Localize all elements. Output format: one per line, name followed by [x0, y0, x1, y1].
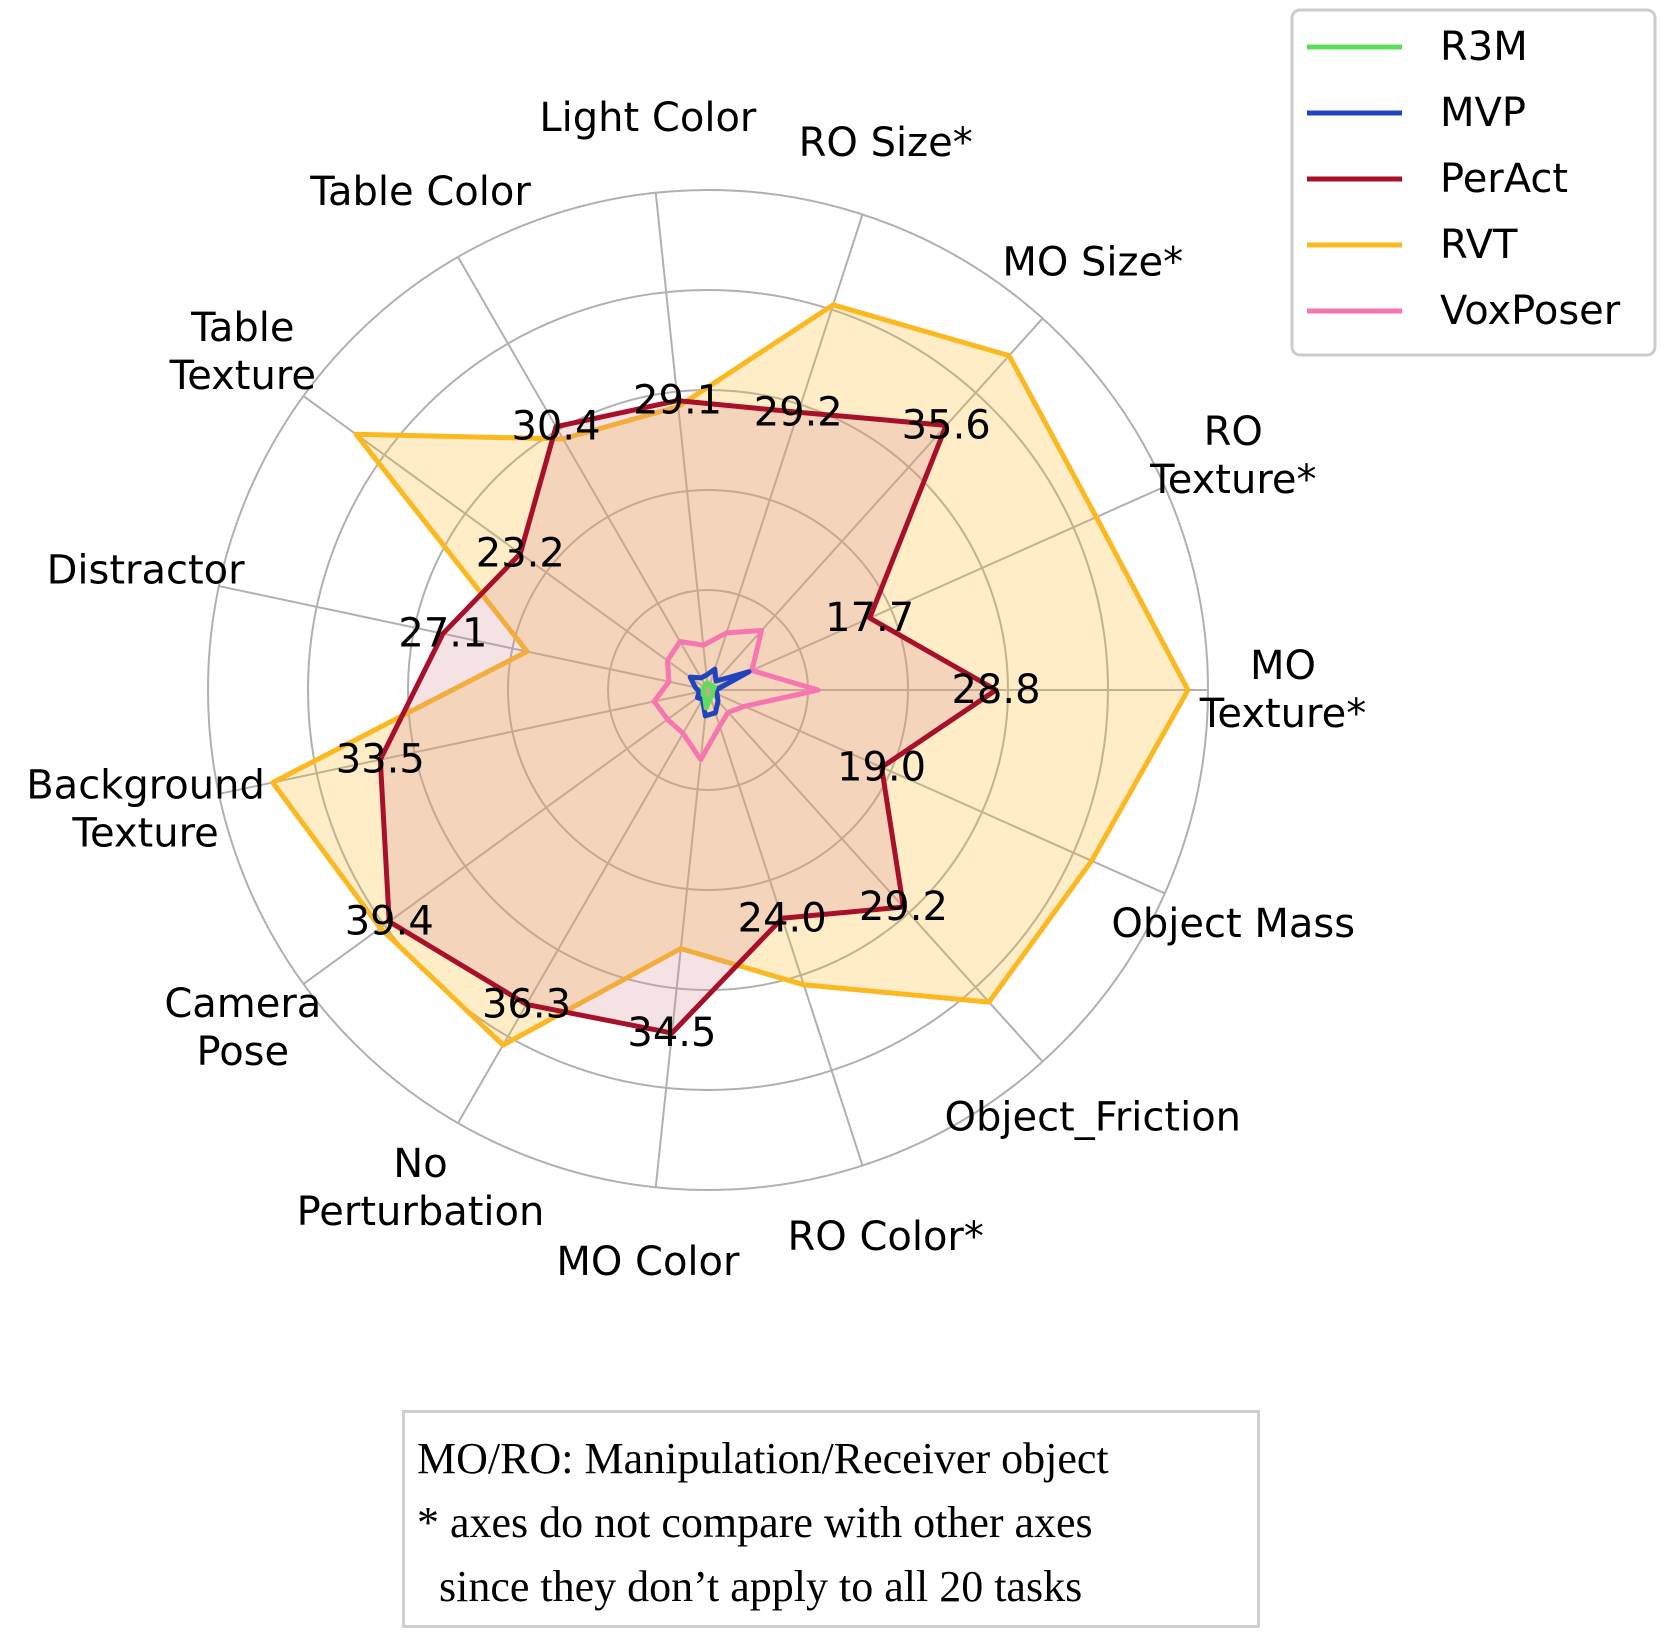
legend-label-voxposer: VoxPoser	[1440, 288, 1621, 334]
axis-label-6: Table Color	[309, 169, 531, 215]
grid-spoke-15	[707, 689, 1166, 895]
grid-spoke-9	[218, 689, 709, 795]
value-label-peract-2: 17.7	[825, 595, 914, 641]
value-label-peract-1: 28.8	[951, 667, 1040, 713]
series-group	[270, 302, 1191, 1048]
legend-frame	[1290, 8, 1657, 357]
axis-label-14: Object_Friction	[944, 1094, 1241, 1140]
value-label-peract-6: 30.4	[511, 404, 600, 450]
value-labels: 28.8 17.7 35.6 29.2 29.1 30.4 23.2 27.1 33.5 39.4…	[336, 378, 1041, 1057]
radar-chart: 28.8 17.7 35.6 29.2 29.1 30.4 23.2 27.1 33.5 39.4…	[26, 8, 1657, 1285]
value-label-peract-9: 33.5	[336, 737, 425, 783]
legend-label-mvp: MVP	[1440, 90, 1526, 136]
value-label-peract-12: 34.5	[627, 1010, 716, 1056]
axis-label-13: RO Color*	[787, 1214, 983, 1260]
grid-spoke-3	[707, 317, 1044, 691]
note-box: MO/RO: Manipulation/Receiver object * ax…	[402, 1410, 1260, 1628]
axis-label-5: Light Color	[539, 95, 757, 141]
grid	[207, 189, 1209, 1191]
value-label-peract-10: 39.4	[345, 899, 434, 945]
series-line-voxposer	[651, 628, 821, 763]
axis-label-3: MO Size*	[1002, 240, 1183, 286]
note-line-2: * axes do not compare with other axes	[417, 1498, 1093, 1547]
series-line-mvp	[687, 666, 752, 719]
legend-label-r3m: R3M	[1440, 24, 1528, 70]
grid-spoke-5	[654, 192, 709, 691]
value-label-peract-3: 35.6	[902, 402, 991, 448]
axis-label-8: Distractor	[47, 548, 246, 594]
grid-spoke-4	[707, 214, 864, 691]
grid-spoke-8	[218, 585, 709, 691]
value-label-peract-13: 24.0	[738, 895, 827, 941]
note-line-1: MO/RO: Manipulation/Receiver object	[417, 1434, 1109, 1483]
value-label-peract-7: 23.2	[476, 531, 565, 577]
grid-spoke-6	[457, 256, 709, 691]
grid-spoke-10	[302, 689, 709, 985]
grid-spoke-7	[302, 395, 709, 691]
grid-spoke-11	[457, 689, 709, 1124]
value-label-peract-4: 29.2	[754, 389, 843, 435]
legend-label-peract: PerAct	[1440, 156, 1568, 202]
series-line-r3m	[700, 680, 717, 711]
value-label-peract-15: 19.0	[837, 744, 926, 790]
axis-label-15: Object Mass	[1111, 901, 1355, 947]
value-label-peract-14: 29.2	[859, 884, 948, 930]
value-label-peract-8: 27.1	[398, 611, 487, 657]
value-label-peract-11: 36.3	[482, 981, 571, 1027]
grid-spoke-13	[707, 689, 864, 1166]
value-label-peract-5: 29.1	[633, 378, 722, 424]
series-line-peract	[377, 398, 999, 1036]
axis-label-4: RO Size*	[799, 120, 973, 166]
grid-spoke-2	[707, 485, 1166, 691]
legend-label-rvt: RVT	[1440, 222, 1518, 268]
axis-label-12: MO Color	[556, 1239, 740, 1285]
grid-spoke-12	[654, 689, 709, 1188]
note-line-3: since they don’t apply to all 20 tasks	[417, 1562, 1083, 1611]
series-fill-peract	[380, 400, 996, 1034]
